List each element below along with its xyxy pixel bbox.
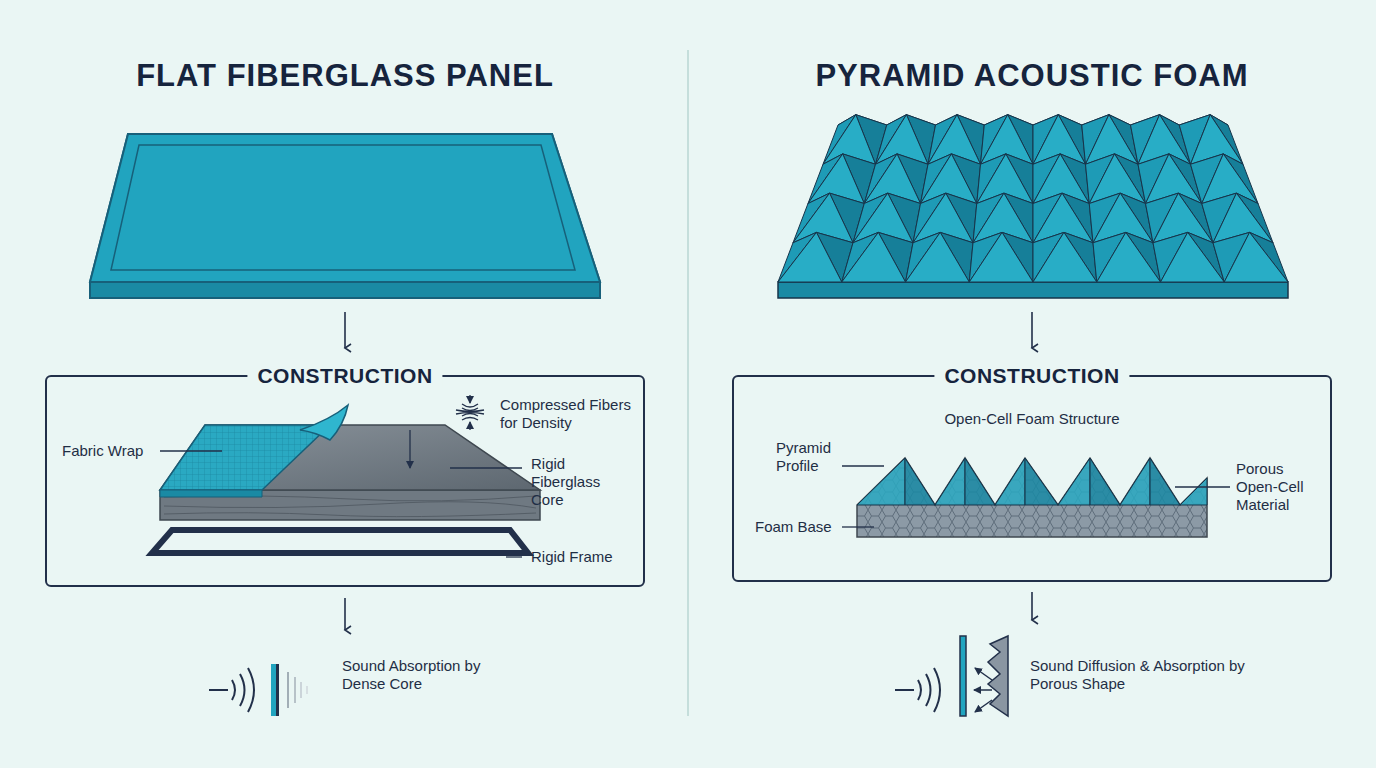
result-label: Sound Absorption by Dense Core [342, 657, 522, 693]
result-label: Sound Diffusion & Absorption by Porous S… [1030, 657, 1260, 693]
section-heading: CONSTRUCTION [247, 364, 442, 388]
part-label: Porous Open-Cell Material [1236, 460, 1328, 514]
part-label: Pyramid Profile [776, 439, 842, 475]
part-label: Compressed Fibers for Density [500, 396, 640, 432]
part-label: Rigid Fiberglass Core [531, 455, 631, 509]
column-title: PYRAMID ACOUSTIC FOAM [815, 58, 1248, 94]
column-title: FLAT FIBERGLASS PANEL [136, 58, 554, 94]
part-label: Open-Cell Foam Structure [944, 410, 1119, 428]
part-label: Rigid Frame [531, 548, 613, 566]
section-heading: CONSTRUCTION [934, 364, 1129, 388]
part-label: Fabric Wrap [62, 442, 143, 460]
part-label: Foam Base [755, 518, 832, 536]
